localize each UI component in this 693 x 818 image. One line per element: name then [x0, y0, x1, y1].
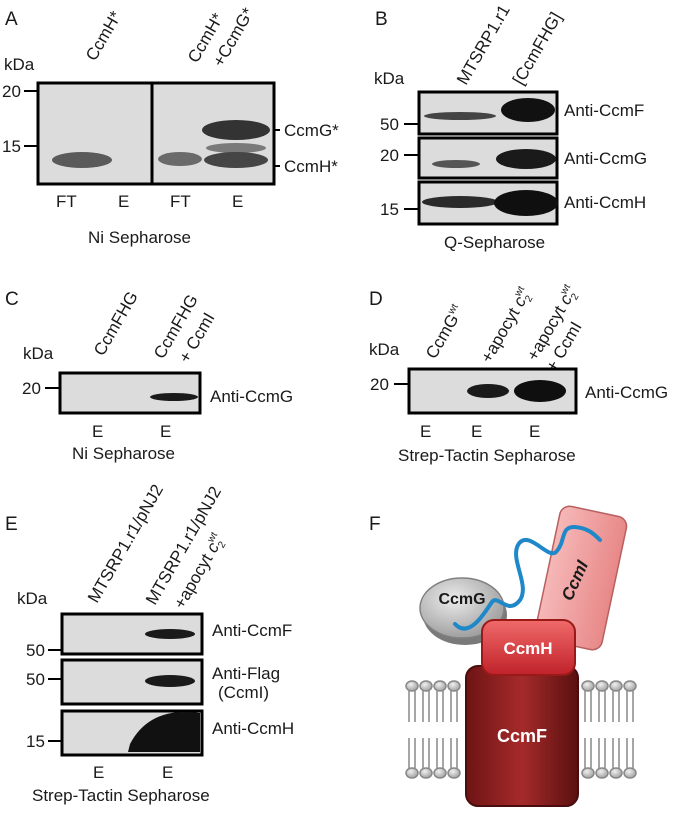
band-flag-e	[145, 675, 195, 687]
ccmg-protein	[419, 577, 505, 639]
ccmh-protein	[481, 619, 576, 676]
panel-d-kda-label: kDa	[369, 340, 400, 359]
band-ccmh-ft-2	[158, 152, 202, 166]
panel-c-column-ccmfhg: CcmFHG	[90, 288, 142, 359]
lane-label: E	[529, 422, 540, 441]
marker-15: 15	[380, 200, 399, 219]
panel-d-column-apocyt-ccmi: +apocyt c2wt + CcmI	[523, 282, 586, 375]
marker-50: 50	[26, 670, 45, 689]
lane-label: E	[420, 422, 431, 441]
lane-label: E	[92, 422, 103, 441]
antibody-label: Anti-CcmF	[564, 101, 644, 120]
panel-a-caption: Ni Sepharose	[88, 228, 191, 247]
panel-b-letter: B	[375, 9, 388, 30]
svg-text:CcmGwt: CcmGwt	[422, 302, 468, 362]
panel-c-kda-label: kDa	[23, 344, 54, 363]
antibody-label: Anti-CcmG	[585, 383, 668, 402]
band-ccmh-wt	[422, 196, 498, 208]
panel-c-letter: C	[5, 289, 19, 310]
panel-b-column-mtsrp: MTSRP1.r1	[453, 2, 514, 88]
band-ccmh-over	[494, 190, 558, 216]
band-faint	[206, 143, 266, 153]
marker-50: 50	[380, 115, 399, 134]
marker-15: 15	[2, 137, 21, 156]
marker-50: 50	[26, 641, 45, 660]
antibody-label: Anti-Flag	[212, 664, 280, 683]
marker-20: 20	[22, 379, 41, 398]
panel-a-kda-label: kDa	[4, 55, 35, 74]
band-ccmh-ft	[52, 152, 112, 168]
panel-c-caption: Ni Sepharose	[72, 444, 175, 463]
panel-b-caption: Q-Sepharose	[444, 233, 545, 252]
blot-e-ccmf	[60, 612, 204, 656]
panel-d-caption: Strep-Tactin Sepharose	[398, 446, 576, 465]
panel-e-kda-label: kDa	[17, 589, 48, 608]
panel-a-column-ccmh: CcmH*	[82, 8, 126, 64]
ccmh-label: CcmH	[503, 639, 552, 658]
band-ccmg-d2	[467, 384, 509, 398]
panel-e: E kDa MTSRP1.r1/pNJ2 MTSRP1.r1/pNJ2 +apo…	[5, 481, 294, 805]
antibody-label: Anti-CcmG	[210, 387, 293, 406]
panel-e-letter: E	[5, 514, 18, 535]
panel-b: B kDa MTSRP1.r1 [CcmFHG] 50 Anti-CcmF 20…	[374, 2, 647, 252]
marker-15: 15	[26, 732, 45, 751]
lane-label: E	[162, 763, 173, 782]
panel-f: F	[369, 505, 637, 807]
marker-20: 20	[370, 375, 389, 394]
panel-a-letter: A	[5, 9, 18, 30]
lane-label: E	[160, 422, 171, 441]
lane-label: FT	[56, 192, 77, 211]
band-ccmf-wt	[424, 112, 496, 120]
panel-a: A kDa CcmH* CcmH* +CcmG* 20 15 CcmG* Ccm…	[2, 4, 339, 247]
antibody-label: Anti-CcmF	[212, 621, 292, 640]
membrane-left	[405, 680, 461, 779]
panel-b-kda-label: kDa	[374, 69, 405, 88]
lane-label: FT	[170, 192, 191, 211]
ccmi-protein: CcmI	[534, 505, 628, 651]
panel-d: D kDa CcmGwt +apocyt c2wt +apocyt c2wt +…	[369, 282, 668, 465]
ccmg-label: CcmG	[438, 591, 485, 608]
panel-d-letter: D	[369, 289, 383, 310]
ccmf-label: CcmF	[497, 726, 547, 746]
band-ccmf-e	[145, 629, 195, 639]
blot-c	[58, 371, 202, 415]
antibody-label: Anti-CcmH	[564, 193, 646, 212]
lane-label: E	[232, 192, 243, 211]
lane-label: E	[93, 763, 104, 782]
band-ccmg-c	[150, 393, 198, 401]
antibody-label: Anti-CcmH	[212, 719, 294, 738]
panel-d-column-ccmg: CcmGwt	[422, 302, 468, 362]
band-ccmg-d3	[514, 380, 566, 402]
lane-label: E	[118, 192, 129, 211]
band-ccmh-e	[204, 152, 268, 168]
panel-e-caption: Strep-Tactin Sepharose	[32, 786, 210, 805]
antibody-label: Anti-CcmG	[564, 149, 647, 168]
band-ccmf-over	[501, 98, 555, 122]
antibody-label-ccmi: (CcmI)	[218, 683, 269, 702]
panel-c: C kDa CcmFHG CcmFHG + CcmI 20 Anti-CcmG …	[5, 288, 293, 463]
panel-b-column-ccmfhg: [CcmFHG]	[509, 9, 566, 88]
band-ccmh-e	[128, 711, 200, 752]
band-label-ccmh: CcmH*	[284, 157, 338, 176]
band-ccmg-wt	[432, 160, 480, 168]
band-label-ccmg: CcmG*	[284, 121, 339, 140]
panel-f-letter: F	[369, 514, 381, 535]
marker-20: 20	[380, 146, 399, 165]
membrane-right	[581, 680, 637, 779]
lane-label: E	[471, 422, 482, 441]
band-ccmg-over	[496, 149, 556, 169]
marker-20: 20	[2, 82, 21, 101]
band-ccmg-e	[202, 120, 270, 140]
apocytochrome-chain	[453, 525, 602, 631]
